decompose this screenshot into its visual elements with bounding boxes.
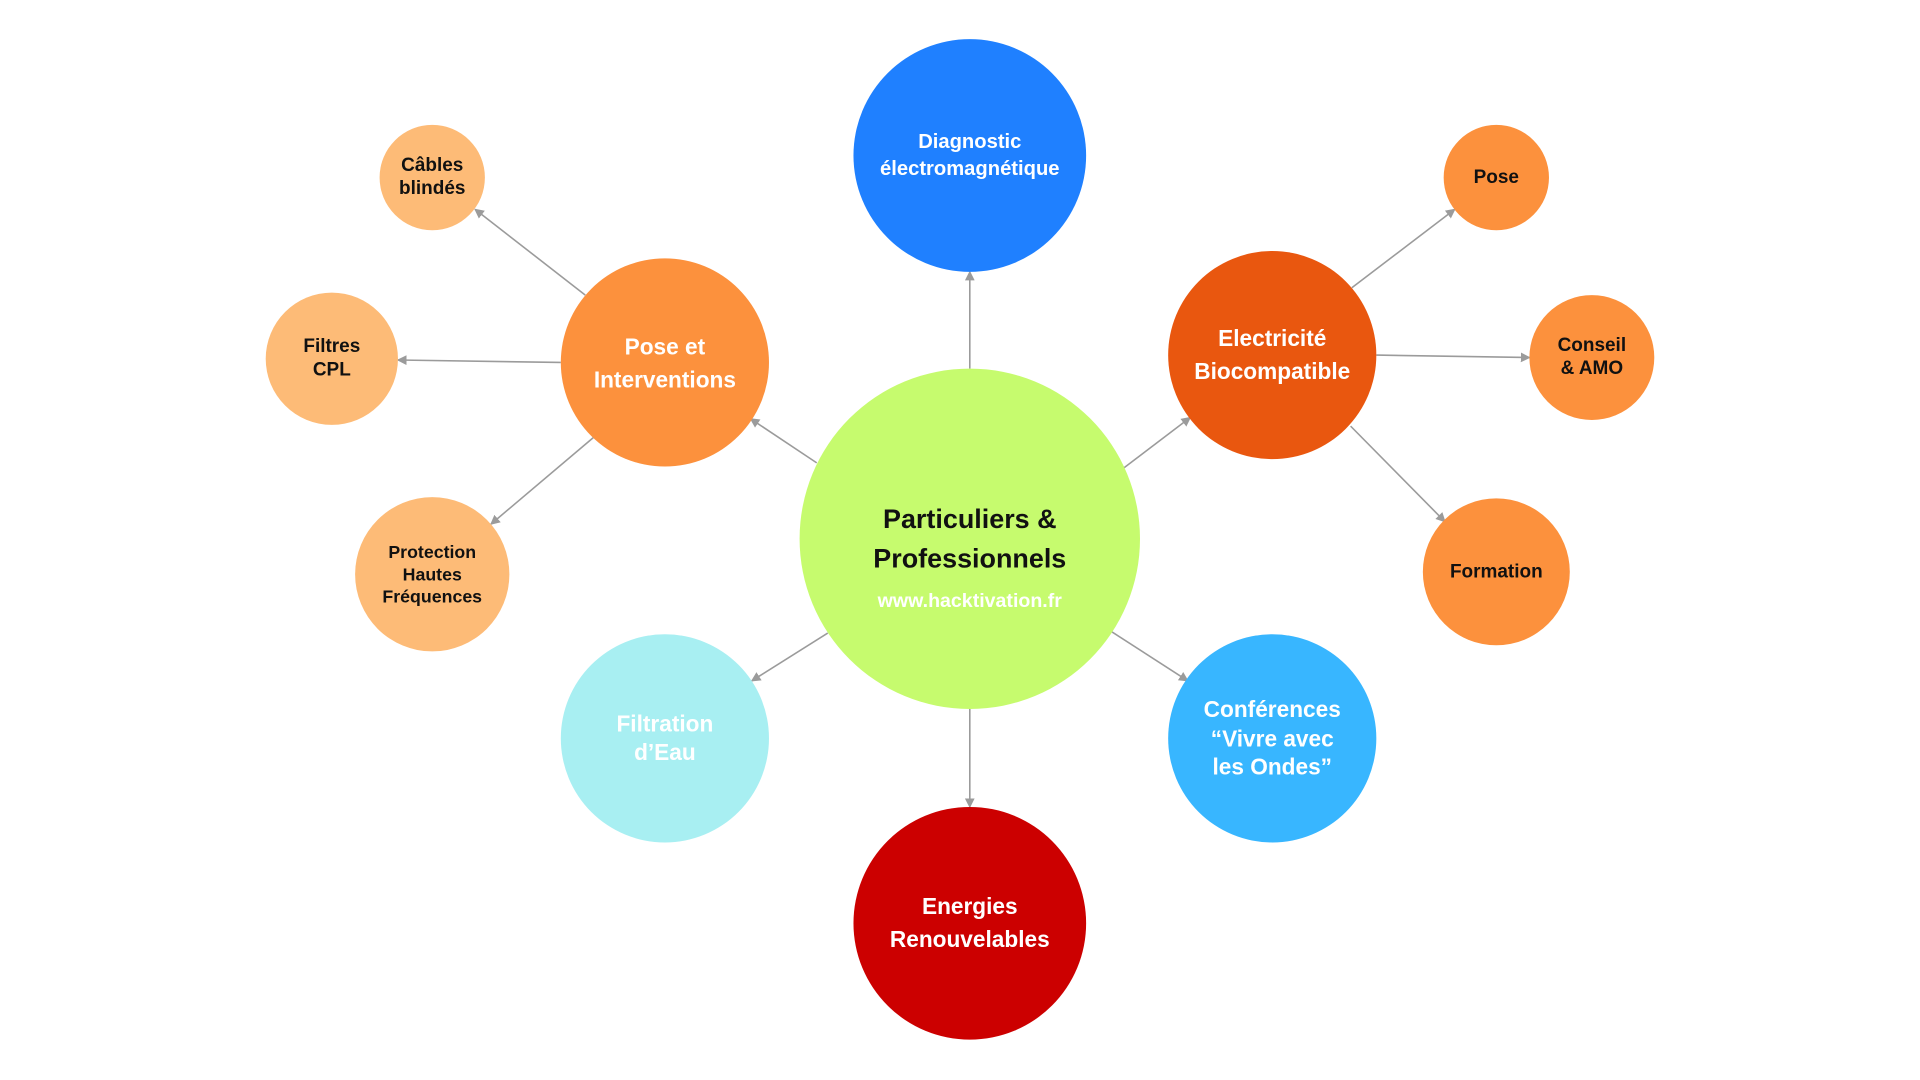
node-pose-interventions-circle bbox=[560, 258, 769, 467]
node-pose: Pose bbox=[1443, 124, 1549, 231]
node-filtration-label: d’Eau bbox=[634, 739, 696, 765]
node-conferences-label: “Vivre avec bbox=[1211, 725, 1334, 751]
node-cables-label: Câbles bbox=[401, 155, 463, 176]
node-cables-circle bbox=[379, 124, 485, 231]
node-filtration: Filtration d’Eau bbox=[560, 634, 769, 843]
node-filtres-label: CPL bbox=[313, 359, 351, 380]
node-formation: Formation bbox=[1422, 498, 1570, 646]
node-pose-interventions-label: Pose et bbox=[625, 334, 706, 360]
node-conseil-circle bbox=[1529, 295, 1655, 420]
node-protection-label: Protection bbox=[388, 542, 476, 562]
node-energies-circle bbox=[853, 806, 1087, 1040]
node-filtration-label: Filtration bbox=[616, 711, 713, 737]
node-conseil-label: Conseil bbox=[1558, 335, 1627, 356]
arrow-center-to-pose-interventions bbox=[749, 418, 818, 464]
node-cables-label: blindés bbox=[399, 178, 465, 199]
node-electricite-label: Biocompatible bbox=[1194, 358, 1350, 384]
node-electricite-label: Electricité bbox=[1218, 325, 1326, 351]
node-electricite-circle bbox=[1168, 251, 1377, 460]
node-center-url: www.hacktivation.fr bbox=[877, 590, 1063, 612]
arrow-pose-interventions-to-protection bbox=[490, 436, 595, 525]
node-filtres-label: Filtres bbox=[303, 336, 360, 357]
node-protection-circle bbox=[355, 497, 510, 652]
node-protection-label: Fréquences bbox=[382, 586, 482, 606]
node-conseil: Conseil & AMO bbox=[1529, 295, 1655, 420]
node-center: Particuliers & Professionnels www.hackti… bbox=[799, 368, 1140, 709]
node-conferences-label: Conférences bbox=[1204, 696, 1341, 722]
arrow-electricite-to-pose bbox=[1351, 208, 1456, 289]
node-energies-label: Energies bbox=[922, 893, 1018, 919]
node-diagnostic-label: Diagnostic bbox=[918, 131, 1021, 153]
node-pose-label: Pose bbox=[1474, 167, 1519, 188]
node-formation-label: Formation bbox=[1450, 561, 1543, 582]
node-conseil-label: & AMO bbox=[1561, 358, 1624, 379]
node-filtres: Filtres CPL bbox=[265, 292, 398, 425]
node-center-title-line: Particuliers & bbox=[883, 504, 1057, 534]
node-cables: Câbles blindés bbox=[379, 124, 485, 231]
node-formation-circle bbox=[1422, 498, 1570, 646]
node-pose-circle bbox=[1443, 124, 1549, 231]
node-energies-label: Renouvelables bbox=[890, 926, 1050, 952]
node-diagnostic: Diagnostic électromagnétique bbox=[853, 39, 1087, 272]
node-protection-label: Hautes bbox=[403, 564, 462, 584]
node-pose-interventions: Pose et Interventions bbox=[560, 258, 769, 467]
node-conferences-circle bbox=[1168, 634, 1377, 843]
node-center-title-line: Professionnels bbox=[873, 543, 1066, 573]
node-conferences-label: les Ondes” bbox=[1212, 754, 1332, 780]
node-pose-interventions-label: Interventions bbox=[594, 367, 736, 393]
node-filtration-circle bbox=[560, 634, 769, 843]
arrow-pose-interventions-to-cables bbox=[474, 208, 586, 296]
node-energies: Energies Renouvelables bbox=[853, 806, 1087, 1040]
node-center-circle bbox=[799, 368, 1140, 709]
node-protection: Protection Hautes Fréquences bbox=[355, 497, 510, 652]
node-diagnostic-circle bbox=[853, 39, 1087, 272]
arrow-electricite-to-formation bbox=[1350, 425, 1446, 523]
arrow-electricite-to-conseil bbox=[1376, 352, 1531, 363]
node-diagnostic-label: électromagnétique bbox=[880, 158, 1060, 180]
node-conferences: Conférences “Vivre avec les Ondes” bbox=[1168, 634, 1377, 843]
node-filtres-circle bbox=[265, 292, 398, 425]
arrow-pose-interventions-to-filtres bbox=[396, 355, 561, 366]
arrow-center-to-electricite bbox=[1123, 416, 1192, 469]
arrow-center-to-conferences bbox=[1111, 631, 1189, 682]
arrows bbox=[396, 208, 1531, 809]
node-electricite: Electricité Biocompatible bbox=[1168, 251, 1377, 460]
arrow-center-to-filtration bbox=[750, 632, 829, 682]
